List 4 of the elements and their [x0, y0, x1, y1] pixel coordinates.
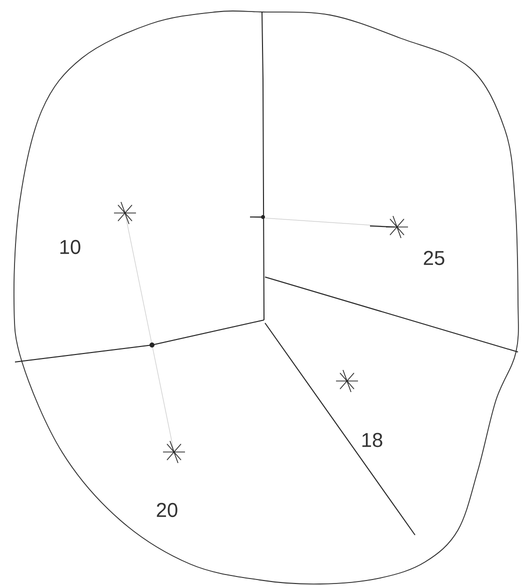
- region-number: 10: [60, 240, 80, 254]
- region-number: 18: [362, 432, 382, 448]
- region-number: 25: [424, 250, 444, 266]
- region-number: 20: [156, 502, 178, 518]
